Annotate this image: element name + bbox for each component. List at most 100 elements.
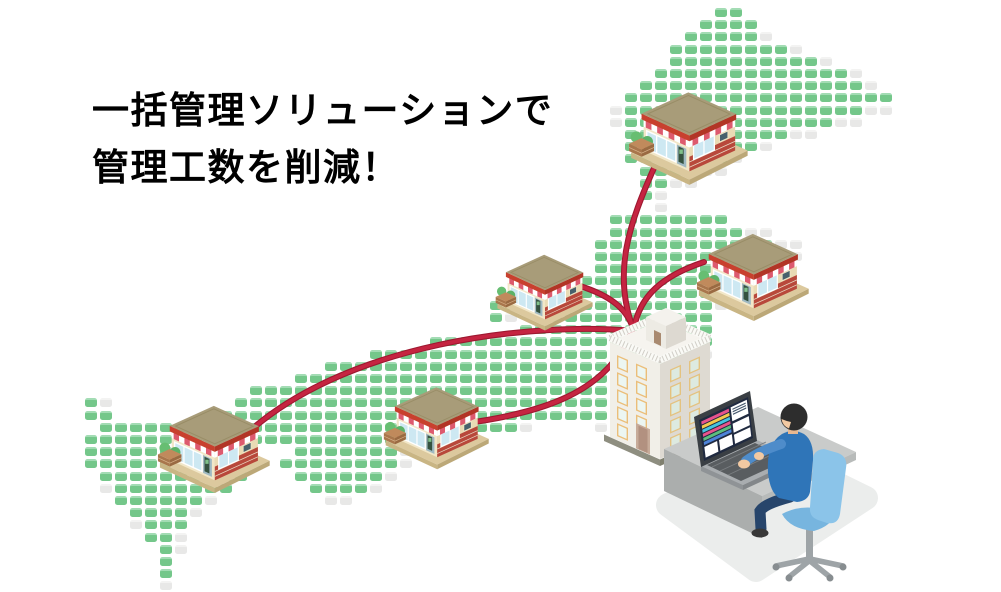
map-tile bbox=[385, 398, 397, 408]
map-tile bbox=[595, 252, 607, 261]
map-tile bbox=[610, 239, 622, 249]
map-tile bbox=[715, 227, 727, 237]
map-tile bbox=[745, 44, 757, 54]
map-tile bbox=[520, 337, 532, 347]
map-tile bbox=[820, 69, 832, 78]
map-tile bbox=[595, 300, 607, 310]
map-tile bbox=[400, 386, 412, 396]
map-tile bbox=[100, 471, 112, 481]
map-tile bbox=[250, 398, 262, 408]
map-tile bbox=[700, 264, 712, 274]
map-tile bbox=[730, 56, 742, 66]
map-tile bbox=[535, 361, 547, 371]
map-tile bbox=[385, 447, 397, 457]
map-tile bbox=[655, 81, 667, 91]
headline-line-1: 一括管理ソリューションで bbox=[92, 90, 554, 131]
map-tile bbox=[130, 435, 142, 444]
map-tile bbox=[280, 410, 292, 420]
map-tile bbox=[385, 374, 397, 383]
map-tile bbox=[130, 483, 142, 493]
map-tile bbox=[235, 410, 247, 420]
building-window bbox=[637, 365, 646, 380]
building-window bbox=[618, 374, 627, 388]
map-tile bbox=[520, 398, 532, 408]
map-tile bbox=[175, 508, 187, 518]
map-tile bbox=[760, 117, 772, 127]
map-tile bbox=[355, 386, 367, 396]
map-tile bbox=[340, 483, 352, 493]
map-tile bbox=[745, 105, 757, 115]
map-tile bbox=[835, 93, 847, 103]
map-tile bbox=[850, 105, 862, 115]
map-tile bbox=[520, 386, 532, 396]
map-tile bbox=[355, 410, 367, 420]
map-tile bbox=[325, 483, 337, 493]
map-tile bbox=[445, 386, 457, 396]
map-tile bbox=[250, 386, 262, 396]
map-tile bbox=[790, 93, 802, 103]
map-tile bbox=[670, 264, 682, 274]
map-tile bbox=[820, 56, 832, 66]
map-tile bbox=[670, 215, 682, 225]
map-tile bbox=[700, 325, 712, 335]
map-tile bbox=[640, 93, 652, 103]
map-tile bbox=[805, 81, 817, 91]
map-tile bbox=[745, 32, 757, 42]
map-tile bbox=[640, 264, 652, 274]
map-tile bbox=[625, 154, 637, 164]
map-tile bbox=[820, 81, 832, 91]
map-tile bbox=[475, 398, 487, 408]
map-tile bbox=[520, 361, 532, 371]
map-tile bbox=[640, 215, 652, 225]
map-tile bbox=[310, 422, 322, 432]
map-tile bbox=[805, 69, 817, 78]
map-tile bbox=[790, 105, 802, 115]
map-tile bbox=[490, 386, 502, 396]
map-tile bbox=[490, 410, 502, 420]
map-tile bbox=[700, 227, 712, 237]
map-tile bbox=[700, 93, 712, 103]
map-tile bbox=[130, 496, 142, 505]
map-tile bbox=[310, 398, 322, 408]
building-window bbox=[690, 358, 699, 373]
map-tile bbox=[445, 361, 457, 371]
map-tile bbox=[760, 142, 772, 152]
map-tile bbox=[100, 459, 112, 469]
map-tile bbox=[715, 32, 727, 42]
map-tile bbox=[310, 471, 322, 481]
map-tile bbox=[595, 386, 607, 396]
map-tile bbox=[670, 252, 682, 261]
map-tile bbox=[835, 81, 847, 91]
map-tile bbox=[475, 386, 487, 396]
map-tile bbox=[565, 410, 577, 420]
map-tile bbox=[580, 398, 592, 408]
map-tile bbox=[490, 374, 502, 383]
map-tile bbox=[685, 215, 697, 225]
map-tile bbox=[265, 398, 277, 408]
map-tile bbox=[145, 447, 157, 457]
map-tile bbox=[595, 349, 607, 359]
map-tile bbox=[295, 374, 307, 383]
map-tile bbox=[610, 105, 622, 115]
building-window bbox=[618, 357, 627, 371]
map-tile bbox=[625, 117, 637, 127]
map-tile bbox=[85, 459, 97, 469]
map-tile bbox=[850, 93, 862, 103]
map-tile bbox=[355, 447, 367, 457]
map-tile bbox=[370, 422, 382, 432]
map-tile bbox=[580, 349, 592, 359]
map-tile bbox=[265, 386, 277, 396]
hq-rooftop-penthouse bbox=[646, 308, 686, 349]
map-tile bbox=[700, 20, 712, 30]
map-tile bbox=[145, 532, 157, 542]
map-tile bbox=[340, 422, 352, 432]
map-tile bbox=[325, 435, 337, 444]
map-tile bbox=[610, 288, 622, 298]
map-tile bbox=[685, 81, 697, 91]
map-tile bbox=[130, 508, 142, 518]
map-tile bbox=[130, 422, 142, 432]
store-southwest bbox=[157, 405, 271, 494]
map-tile bbox=[280, 459, 292, 469]
map-tile bbox=[595, 337, 607, 347]
building-window bbox=[690, 375, 699, 390]
